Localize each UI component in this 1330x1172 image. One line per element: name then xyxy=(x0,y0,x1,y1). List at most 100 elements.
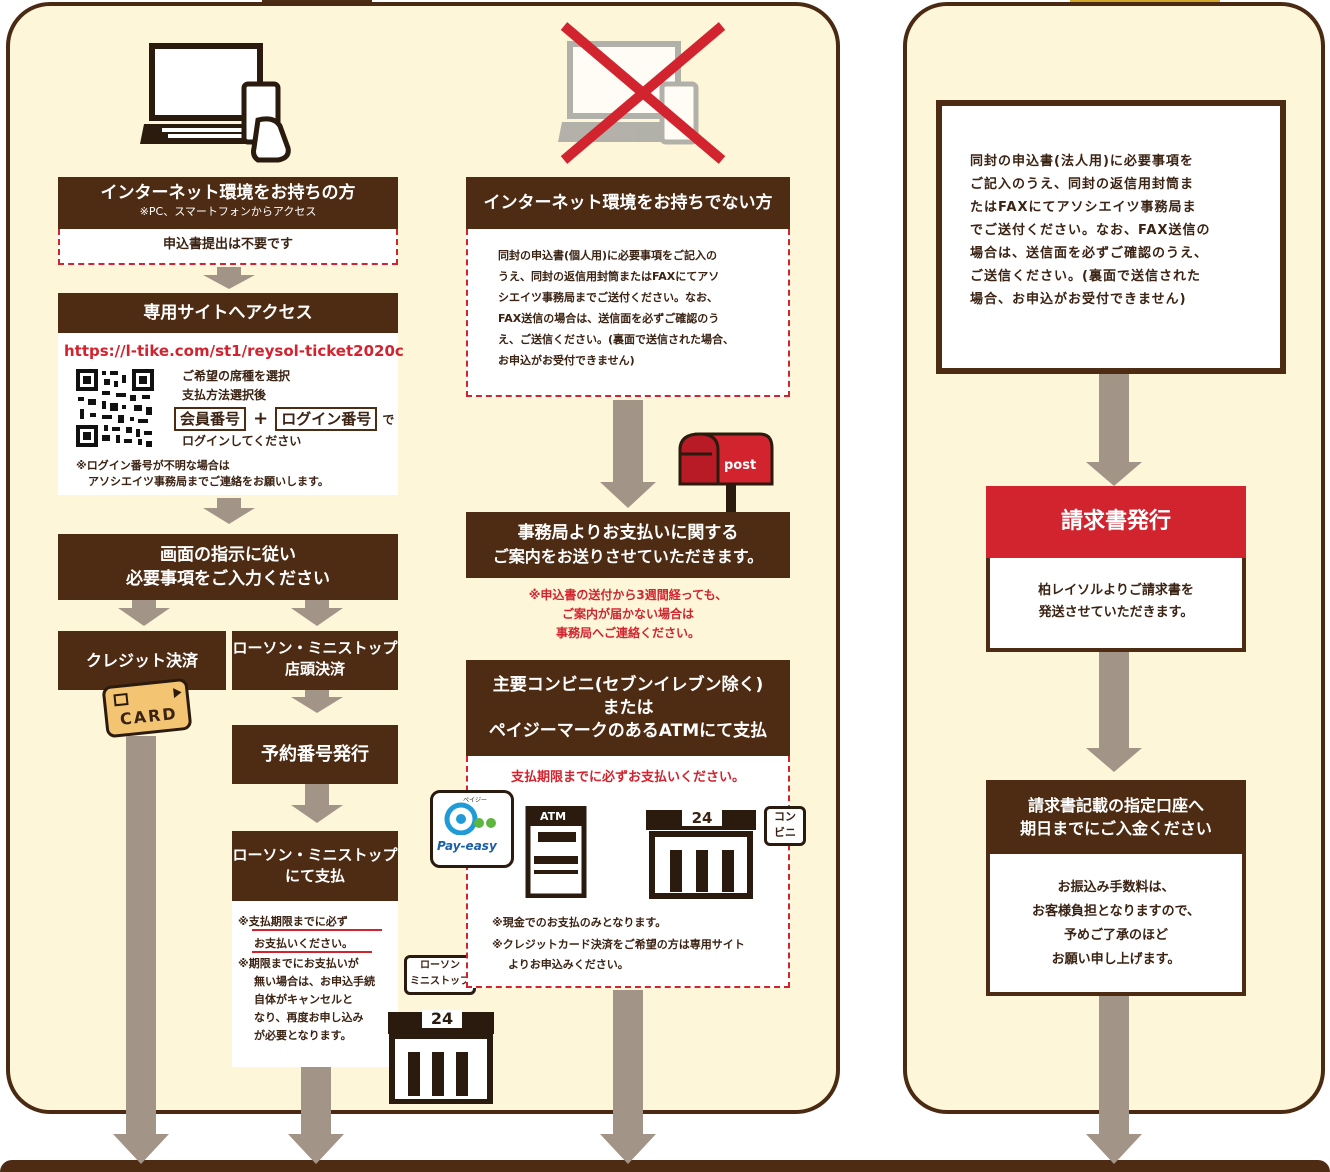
internet-yes-header: インターネット環境をお持ちの方 ※PC、スマートフォンからアクセス xyxy=(58,177,398,229)
convenience-header: 主要コンビニ(セブンイレブン除く) または ペイジーマークのあるATMにて支払 xyxy=(466,660,790,756)
lawson-store-24: 24 xyxy=(422,1010,462,1028)
credit-payment-label: クレジット決済 xyxy=(85,651,198,670)
deposit-title-2: 期日までにご入金ください xyxy=(1020,819,1212,838)
office-remark-3: 事務局へご連絡ください。 xyxy=(555,626,700,640)
arrow-head xyxy=(291,805,343,823)
arrow-stem xyxy=(1099,996,1129,1138)
internet-yes-title: インターネット環境をお持ちの方 xyxy=(100,183,356,203)
deposit-title-1: 請求書記載の指定口座へ xyxy=(1027,796,1204,815)
lawson-note-2: お支払いください。 xyxy=(254,937,353,950)
lawson-note-4: 無い場合は、お申込手続 xyxy=(254,975,375,988)
arrow-head xyxy=(1086,462,1142,486)
corp-text-3: たはFAXにてアソシエイツ事務局ま xyxy=(970,200,1197,215)
lawson-note-7: が必要となります。 xyxy=(254,1029,352,1042)
post-label: post xyxy=(724,458,757,473)
arrow-stem xyxy=(1099,652,1129,750)
internet-no-header: インターネット環境をお持ちでない方 xyxy=(466,177,790,229)
corp-text-5: 場合は、送信面を必ずご確認のうえ、 xyxy=(970,246,1209,261)
corp-text-1: 同封の申込書(法人用)に必要事項を xyxy=(970,154,1194,169)
convenience-note-1: ※現金でのお支払のみとなります。 xyxy=(492,916,667,929)
arrow-stem xyxy=(1099,374,1129,464)
corporate-application-box: 同封の申込書(法人用)に必要事項を ご記入のうえ、同封の返信用封筒ま たはFAX… xyxy=(936,100,1286,374)
convenience-note-2: ※クレジットカード決済をご希望の方は専用サイト xyxy=(492,938,745,951)
login-de: で xyxy=(382,413,395,427)
mailbox-icon xyxy=(678,432,774,514)
arrow-head xyxy=(288,1134,344,1164)
lawson-counter-2: 店頭決済 xyxy=(284,660,345,678)
access-instruction-3: ログインしてください xyxy=(182,434,302,448)
card-play-icon xyxy=(173,687,183,699)
deposit-text-2: お客様負担となりますので、 xyxy=(1031,904,1201,919)
office-remark-2: ご案内が届かない場合は xyxy=(561,607,694,621)
internet-no-text-5: え、ご送信ください。(裏面で送信された場合、 xyxy=(498,333,735,346)
konbini-24: 24 xyxy=(682,810,722,826)
convenience-1: 主要コンビニ(セブンイレブン除く) xyxy=(492,675,764,695)
login-warning-2: アソシエイツ事務局までご連絡をお願いします。 xyxy=(88,475,329,488)
corp-text-7: 場合、お申込がお受付できません) xyxy=(970,292,1187,307)
lawson-store-2: ミニストップ xyxy=(410,976,470,987)
lawson-pay-2: にて支払 xyxy=(284,867,345,885)
arrow-stem xyxy=(132,600,156,610)
deposit-text-3: 予めご了承のほど xyxy=(1063,928,1168,943)
input-instruction-box: 画面の指示に従い 必要事項をご入力ください xyxy=(58,534,398,600)
card-label: CARD xyxy=(119,703,179,729)
arrow-stem xyxy=(217,267,241,277)
konbini-label-1: コン xyxy=(774,810,796,823)
convenience-body: 支払期限までに必ずお支払いください。 ※現金でのお支払のみとなります。 ※クレジ… xyxy=(466,756,790,988)
login-number-label: ログイン番号 xyxy=(275,407,378,431)
payeasy-label: Pay-easy xyxy=(437,839,497,853)
arrow-stem xyxy=(305,784,329,806)
deadline-underline xyxy=(252,929,382,931)
office-remark-1: ※申込書の送付から3週間経っても、 xyxy=(528,588,728,602)
convenience-2: または xyxy=(602,698,654,718)
payeasy-small-label: ペイジー xyxy=(463,797,488,804)
deadline-underline xyxy=(252,951,372,953)
input-instruction-2: 必要事項をご入力ください xyxy=(126,569,330,589)
arrow-stem xyxy=(305,690,329,698)
lawson-speech-bubble: ローソン ミニストップ xyxy=(404,955,476,995)
arrow-stem xyxy=(613,990,643,1138)
access-header: 専用サイトへアクセス xyxy=(58,293,398,333)
payeasy-dots-icon xyxy=(444,802,496,835)
no-internet-crossed-icon xyxy=(558,22,726,164)
arrow-stem xyxy=(217,498,241,510)
arrow-stem xyxy=(301,1067,331,1138)
atm-label: ATM xyxy=(540,810,567,823)
atm-icon xyxy=(525,806,587,898)
member-number-label: 会員番号 xyxy=(174,407,247,431)
access-body: https://l-tike.com/st1/reysol-ticket2020… xyxy=(58,333,404,495)
arrow-head xyxy=(291,608,343,626)
plus-sign: + xyxy=(253,408,269,429)
site-url-link[interactable]: https://l-tike.com/st1/reysol-ticket2020… xyxy=(64,342,404,360)
arrow-head xyxy=(203,275,255,289)
invoice-text-2: 発送させていただきます。 xyxy=(1038,605,1194,620)
lawson-pay-body: ※支払期限までに必ず お支払いください。 ※期限までにお支払いが 無い場合は、お… xyxy=(232,901,398,1067)
no-application-note: 申込書提出は不要です xyxy=(162,237,293,252)
office-guide-2: ご案内をお送りさせていただきます。 xyxy=(492,547,764,566)
reservation-number-box: 予約番号発行 xyxy=(232,725,398,784)
internet-no-text-2: うえ、同封の返信用封筒またはFAXにてアソ xyxy=(498,270,720,283)
invoice-header: 請求書発行 xyxy=(986,486,1246,558)
lawson-store-1: ローソン xyxy=(420,960,460,971)
convenience-note-3: よりお申込みください。 xyxy=(508,958,629,971)
deposit-header: 請求書記載の指定口座へ 期日までにご入金ください xyxy=(986,780,1246,854)
lawson-pay-header: ローソン・ミニストップ にて支払 xyxy=(232,831,398,901)
input-instruction-1: 画面の指示に従い xyxy=(160,545,296,565)
login-credentials-row: 会員番号 + ログイン番号 で xyxy=(174,407,394,431)
arrow-stem xyxy=(613,400,643,484)
access-instruction-1: ご希望の席種を選択 xyxy=(182,369,291,383)
lawson-pay-1: ローソン・ミニストップ xyxy=(232,846,398,864)
invoice-text-1: 柏レイソルよりご請求書を xyxy=(1038,583,1194,598)
corp-text-4: でご送付ください。なお、FAX送信の xyxy=(970,223,1211,238)
lawson-counter-box: ローソン・ミニストップ 店頭決済 xyxy=(232,631,398,690)
lawson-note-5: 自体がキャンセルと xyxy=(254,993,353,1006)
credit-payment-box: クレジット決済 xyxy=(58,631,226,690)
deposit-text-4: お願い申し上げます。 xyxy=(1051,952,1181,967)
internet-no-text-6: お申込がお受付できません) xyxy=(498,354,635,367)
lawson-note-6: なり、再度お申し込み xyxy=(254,1011,364,1024)
convenience-3: ペイジーマークのあるATMにて支払 xyxy=(488,721,768,741)
arrow-head xyxy=(113,1134,169,1164)
internet-no-text-4: FAX送信の場合は、送信面を必ずご確認のう xyxy=(498,312,720,325)
arrow-head xyxy=(1086,748,1142,772)
deposit-body: お振込み手数料は、 お客様負担となりますので、 予めご了承のほど お願い申し上げ… xyxy=(986,854,1246,996)
